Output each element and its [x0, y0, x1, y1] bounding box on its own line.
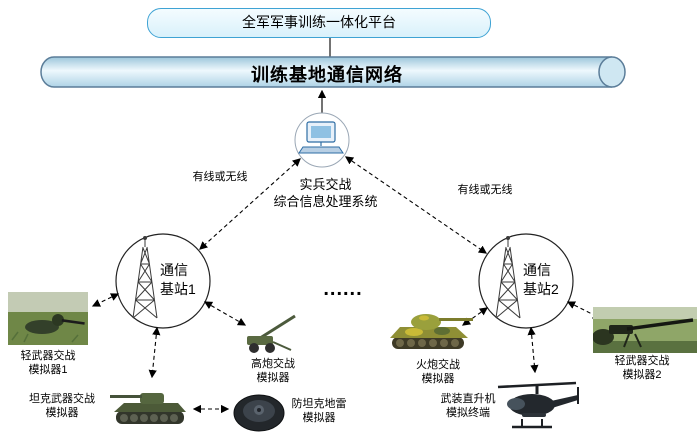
station2-circle — [478, 233, 574, 329]
ellipsis: ...... — [323, 278, 363, 300]
artillery-sim-label: 火炮交战 模拟器 — [402, 358, 474, 386]
helicopter-image — [497, 381, 579, 429]
light-weapon-sim-1-label: 轻武器交战 模拟器1 — [4, 349, 92, 377]
aa-gun-sim-label-line2: 模拟器 — [256, 372, 290, 384]
anti-tank-mine-sim-label-line2: 模拟器 — [302, 412, 336, 424]
mine-image — [233, 394, 285, 432]
network-bus-label: 训练基地通信网络 — [251, 65, 403, 85]
station1-label: 通信 基站1 — [160, 261, 214, 299]
light-weapon-sim-2-label-line1: 轻武器交战 — [614, 355, 670, 367]
tank-weapon-sim-label: 坦克武器交战 模拟器 — [14, 392, 110, 420]
soldier-image — [8, 292, 88, 345]
station2-label: 通信 基站2 — [523, 261, 577, 299]
station2-label-line2: 基站2 — [523, 281, 559, 297]
helicopter-terminal-label-line1: 武装直升机 — [440, 393, 496, 405]
helicopter-terminal-label-line2: 模拟终端 — [446, 407, 490, 419]
machine-gun-image — [593, 307, 697, 353]
anti-tank-mine-sim-label-line1: 防坦克地雷 — [291, 398, 347, 410]
network-bus-shape — [40, 56, 626, 88]
aa-gun-sim-label: 高炮交战 模拟器 — [237, 357, 309, 385]
processing-label-line1: 实兵交战 — [299, 177, 352, 192]
link-label-left: 有线或无线 — [192, 171, 248, 183]
light-weapon-sim-2-label-line2: 模拟器2 — [622, 369, 662, 381]
tank-weapon-sim-label-line1: 坦克武器交战 — [29, 393, 95, 405]
artillery-image — [390, 314, 473, 349]
platform-box: 全军军事训练一体化平台 — [147, 8, 491, 38]
tank-weapon-sim-label-line2: 模拟器 — [45, 407, 79, 419]
station1-circle — [115, 233, 211, 329]
processing-label-line2: 综合信息处理系统 — [273, 194, 378, 209]
tank-image — [110, 393, 186, 424]
light-weapon-sim-1-label-line1: 轻武器交战 — [20, 350, 76, 362]
processing-system-label: 实兵交战 综合信息处理系统 — [243, 176, 408, 210]
anti-aircraft-gun-image — [247, 314, 296, 353]
radio-tower-icon — [495, 236, 521, 319]
station2-label-line1: 通信 — [523, 262, 551, 278]
station1-label-line2: 基站1 — [160, 281, 196, 297]
aa-gun-sim-label-line1: 高炮交战 — [251, 358, 295, 370]
artillery-sim-label-line1: 火炮交战 — [416, 359, 460, 371]
radio-tower-icon — [132, 236, 158, 319]
link-label-right: 有线或无线 — [457, 184, 513, 196]
light-weapon-sim-2-label: 轻武器交战 模拟器2 — [602, 354, 682, 382]
platform-title: 全军军事训练一体化平台 — [242, 14, 396, 30]
station1-label-line1: 通信 — [160, 262, 188, 278]
artillery-sim-label-line2: 模拟器 — [421, 373, 455, 385]
computer-icon — [298, 121, 344, 154]
helicopter-terminal-label: 武装直升机 模拟终端 — [430, 392, 506, 420]
light-weapon-sim-1-label-line2: 模拟器1 — [28, 364, 68, 376]
anti-tank-mine-sim-label: 防坦克地雷 模拟器 — [282, 397, 356, 425]
